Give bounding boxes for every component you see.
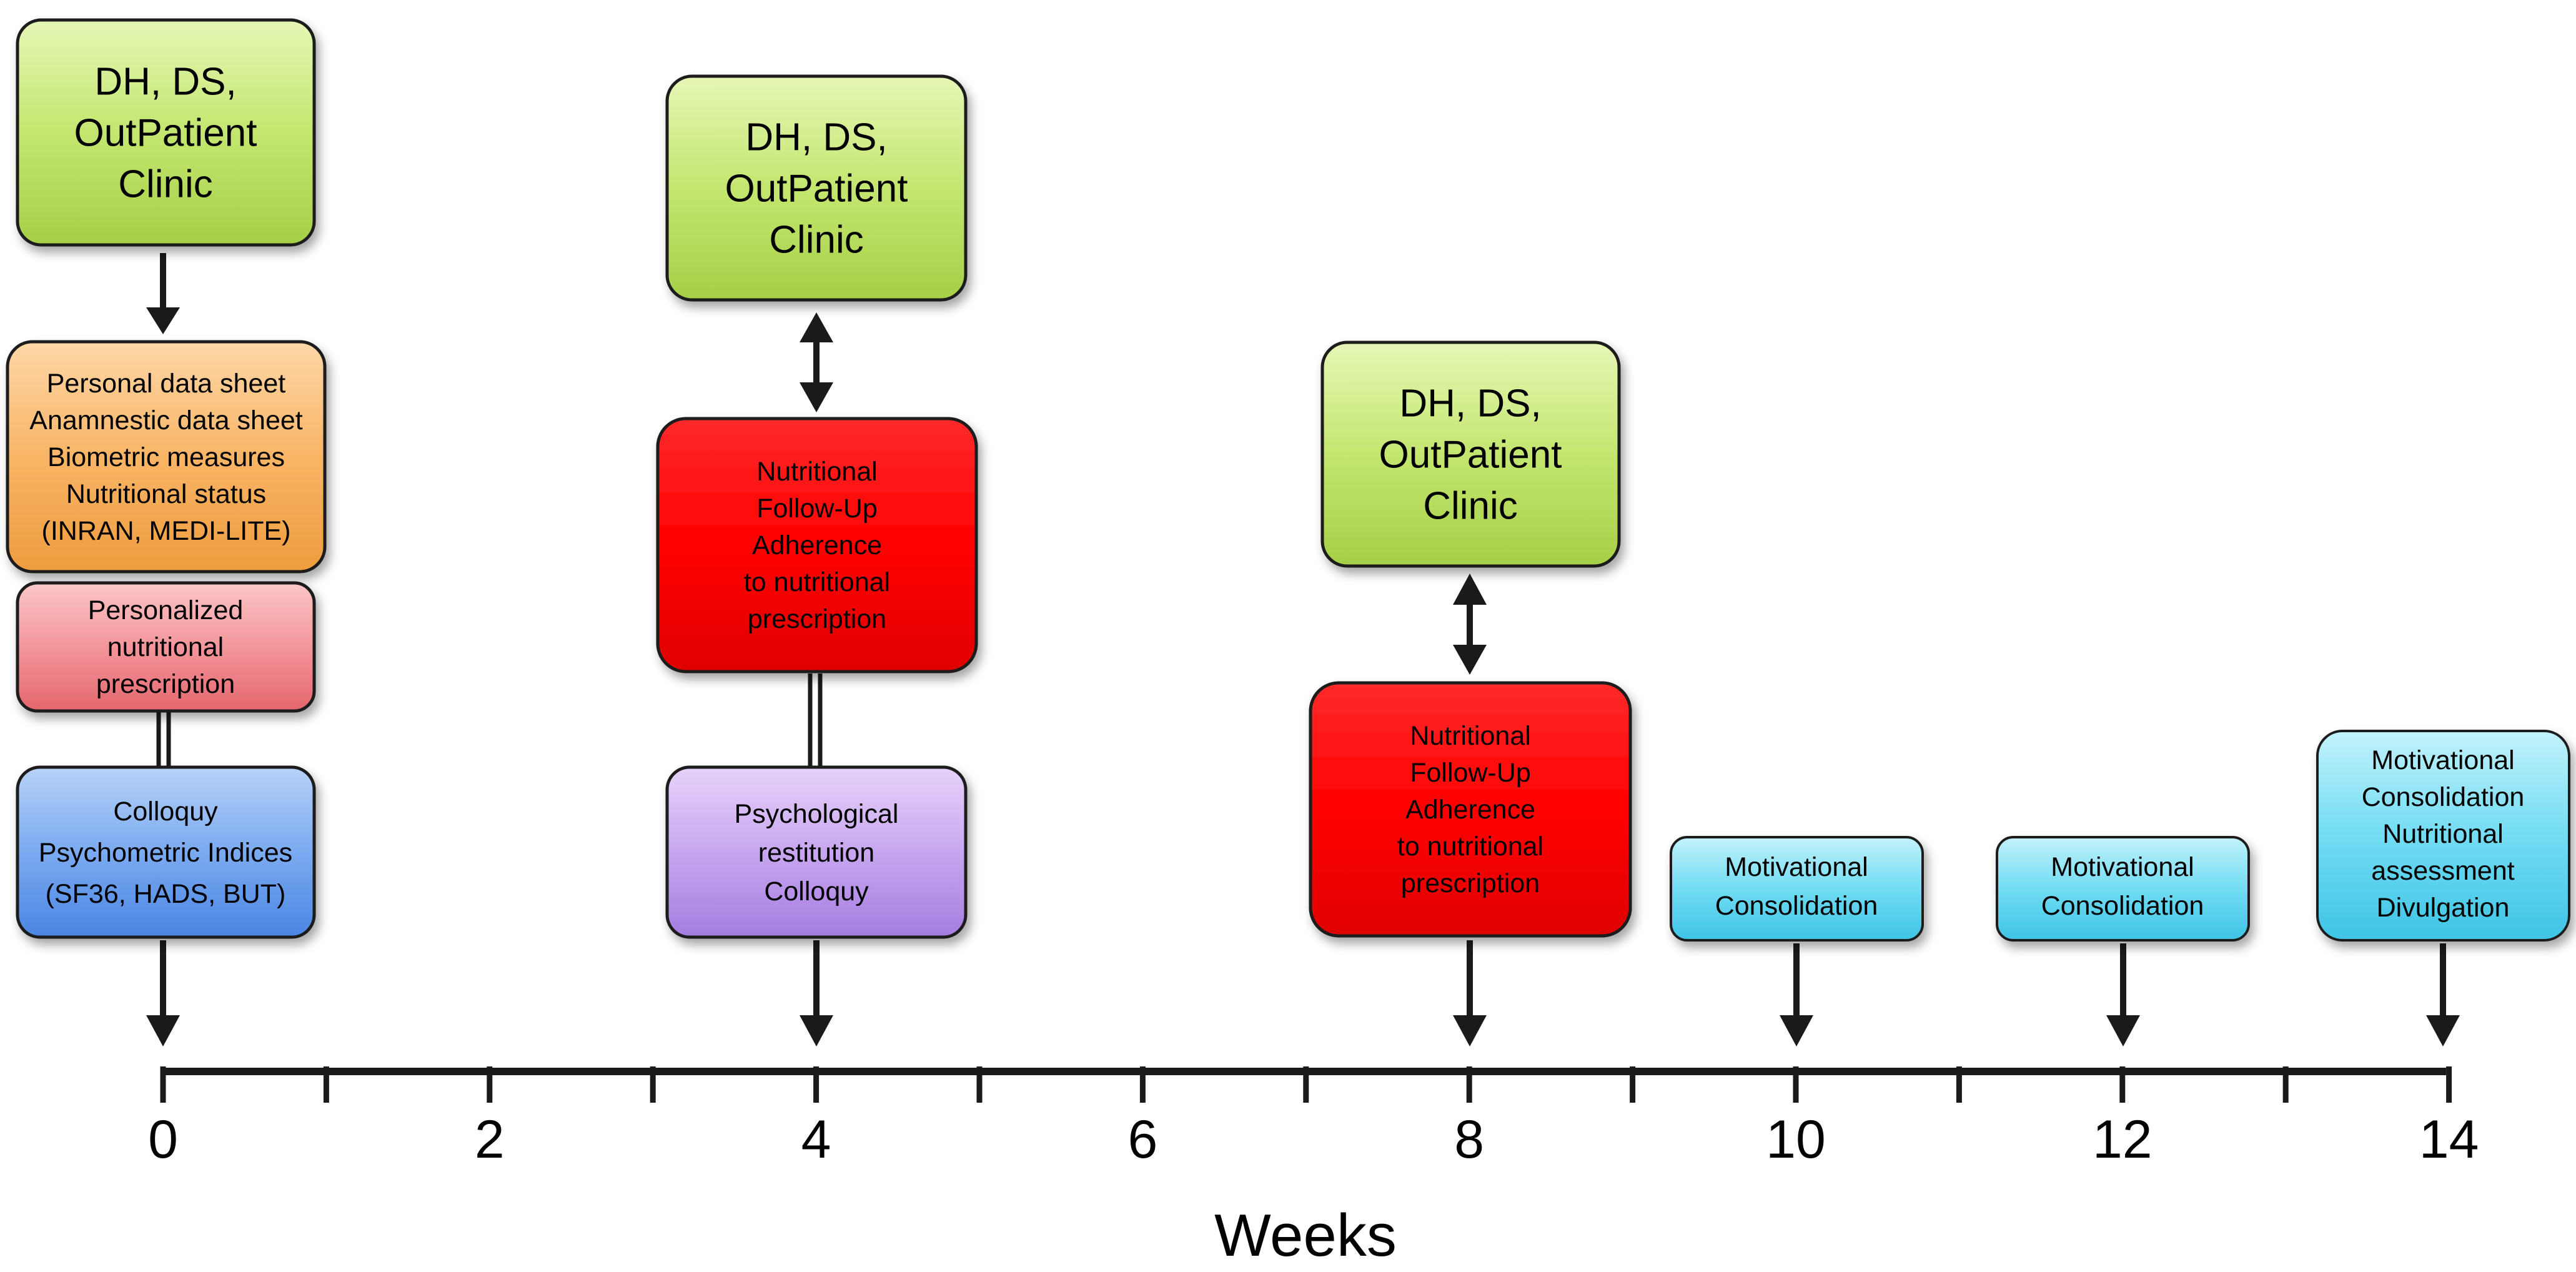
box-prescription-w0: Personalized nutritional prescription	[16, 581, 316, 713]
box-text-line: Adherence	[752, 530, 882, 560]
box-text-line: Personal data sheet	[47, 369, 286, 399]
box-text-line: DH, DS,	[1399, 382, 1541, 425]
double-arrow-clinic-followup-w4	[800, 312, 833, 412]
box-text-line: Clinic	[1423, 485, 1518, 528]
box-text-line: OutPatient	[74, 112, 257, 155]
axis-tick-label: 10	[1766, 1110, 1826, 1170]
axis-tick-label: 2	[475, 1110, 505, 1170]
arrow-to-axis-w4	[800, 940, 833, 1046]
arrow-to-axis-w0	[146, 940, 180, 1046]
box-text-line: assessment	[2371, 856, 2514, 886]
box-text-line: Motivational	[2371, 745, 2514, 775]
box-text-line: Motivational	[2051, 852, 2194, 882]
double-arrow-clinic-followup-w8	[1453, 574, 1487, 675]
box-text-line: to nutritional	[1397, 832, 1543, 862]
axis-tick-label: 12	[2093, 1110, 2152, 1170]
axis-tick-labels: 0 2 4 6 8 10 12 14	[148, 1110, 2479, 1170]
box-text-line: DH, DS,	[745, 116, 887, 159]
box-text-line: Clinic	[118, 163, 213, 206]
arrow-to-axis-w8	[1453, 940, 1487, 1046]
box-text-line: Psychometric Indices	[39, 838, 292, 868]
box-text-line: DH, DS,	[94, 61, 236, 104]
axis-tick-label: 4	[801, 1110, 831, 1170]
box-text-line: Anamnestic data sheet	[29, 405, 302, 435]
box-text-line: Consolidation	[2041, 891, 2204, 921]
box-text-line: Adherence	[1405, 795, 1535, 825]
box-text-line: Nutritional	[1410, 721, 1531, 751]
box-text-line: Divulgation	[2377, 893, 2510, 923]
box-text-line: Consolidation	[1715, 891, 1878, 921]
box-text-line: Colloquy	[764, 877, 869, 907]
arrow-to-axis-w12	[2106, 943, 2140, 1046]
box-text-line: Nutritional	[2382, 819, 2504, 849]
box-text-line: prescription	[1401, 868, 1540, 898]
box-text-line: OutPatient	[725, 167, 908, 211]
box-text-line: Colloquy	[113, 797, 218, 827]
box-text-line: restitution	[758, 838, 874, 868]
box-text-line: OutPatient	[1379, 434, 1562, 477]
connector-followup-psych-w4	[808, 673, 823, 767]
box-text-line: Clinic	[769, 219, 864, 262]
box-text-line: Nutritional status	[66, 479, 266, 509]
box-text-line: Personalized	[88, 595, 244, 625]
box-text-line: nutritional	[107, 632, 224, 662]
box-text-line: (INRAN, MEDI-LITE)	[42, 516, 291, 546]
box-text-line: Psychological	[735, 799, 899, 829]
box-text-line: Motivational	[1725, 852, 1868, 882]
box-text-line: prescription	[96, 669, 235, 699]
axis-tick-label: 0	[148, 1110, 178, 1170]
box-text-line: prescription	[748, 604, 886, 634]
connector-prescription-colloquy-w0	[156, 712, 171, 767]
box-text-line: Nutritional	[756, 457, 878, 487]
box-text-line: Follow-Up	[1410, 758, 1531, 788]
box-text-line: to nutritional	[744, 567, 890, 597]
box-text-line: Follow-Up	[756, 494, 878, 524]
axis-ticks	[160, 1066, 2452, 1103]
box-text-line: (SF36, HADS, BUT)	[46, 879, 286, 909]
axis-tick-label: 8	[1454, 1110, 1484, 1170]
arrow-clinic-to-datasheet-w0	[146, 253, 180, 334]
box-text-line: Biometric measures	[47, 442, 285, 472]
box-prescription-w0-text: Personalized nutritional prescription	[88, 595, 244, 699]
axis-tick-label: 14	[2419, 1110, 2479, 1170]
arrow-to-axis-w10	[1780, 943, 1813, 1046]
axis-tick-label: 6	[1127, 1110, 1157, 1170]
axis-title: Weeks	[1214, 1202, 1397, 1269]
timeline-axis: 0 2 4 6 8 10 12 14 Weeks	[148, 1066, 2479, 1269]
arrow-to-axis-w14	[2426, 943, 2460, 1046]
box-text-line: Consolidation	[2362, 782, 2525, 812]
